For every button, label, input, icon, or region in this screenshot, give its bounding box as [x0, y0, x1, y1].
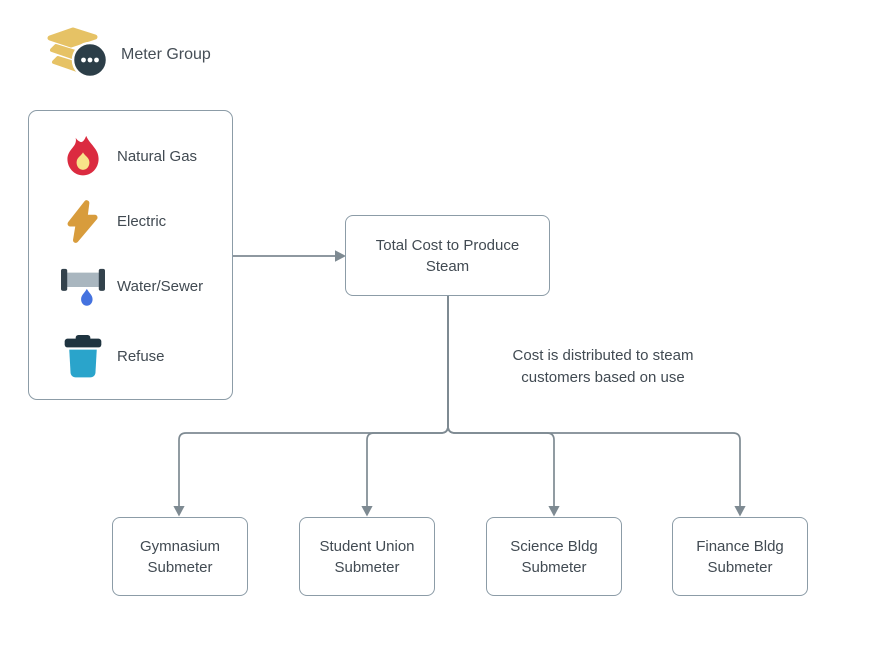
- water-pipe-icon: [57, 265, 109, 309]
- annotation-text: Cost is distributed to steam customers b…: [512, 347, 694, 386]
- palette-item-label: Electric: [117, 213, 167, 230]
- meter-palette: Natural Gas Electric Water/Sewer: [28, 110, 233, 400]
- edge-root-to-student-union: [366, 296, 449, 507]
- arrowhead-down: [173, 506, 185, 517]
- node-student-union-submeter[interactable]: Student Union Submeter: [299, 517, 435, 596]
- water-drop: [81, 288, 93, 306]
- trash-can-icon: [57, 333, 109, 381]
- diagram-header: Meter Group: [46, 26, 211, 83]
- arrowhead-down: [548, 506, 560, 517]
- page-title: Meter Group: [121, 45, 211, 63]
- node-total-cost-to-produce-steam[interactable]: Total Cost to Produce Steam: [345, 215, 550, 296]
- palette-item-electric[interactable]: Electric: [57, 189, 232, 254]
- palette-item-label: Refuse: [117, 348, 165, 365]
- node-gymnasium-submeter[interactable]: Gymnasium Submeter: [112, 517, 248, 596]
- edge-root-to-science: [447, 296, 555, 507]
- palette-item-refuse[interactable]: Refuse: [57, 324, 232, 389]
- arrowhead-down: [734, 506, 746, 517]
- node-finance-bldg-submeter[interactable]: Finance Bldg Submeter: [672, 517, 808, 596]
- node-science-bldg-submeter[interactable]: Science Bldg Submeter: [486, 517, 622, 596]
- palette-item-label: Natural Gas: [117, 148, 198, 165]
- palette-item-label: Water/Sewer: [117, 278, 204, 295]
- arrowhead-down: [361, 506, 373, 517]
- meter-group-icon: [46, 26, 109, 83]
- edge-root-to-finance: [447, 296, 741, 507]
- palette-item-natural-gas[interactable]: Natural Gas: [57, 124, 232, 189]
- palette-item-water-sewer[interactable]: Water/Sewer: [57, 254, 232, 319]
- flame-icon: [57, 133, 109, 181]
- lightning-bolt-icon: [57, 199, 109, 245]
